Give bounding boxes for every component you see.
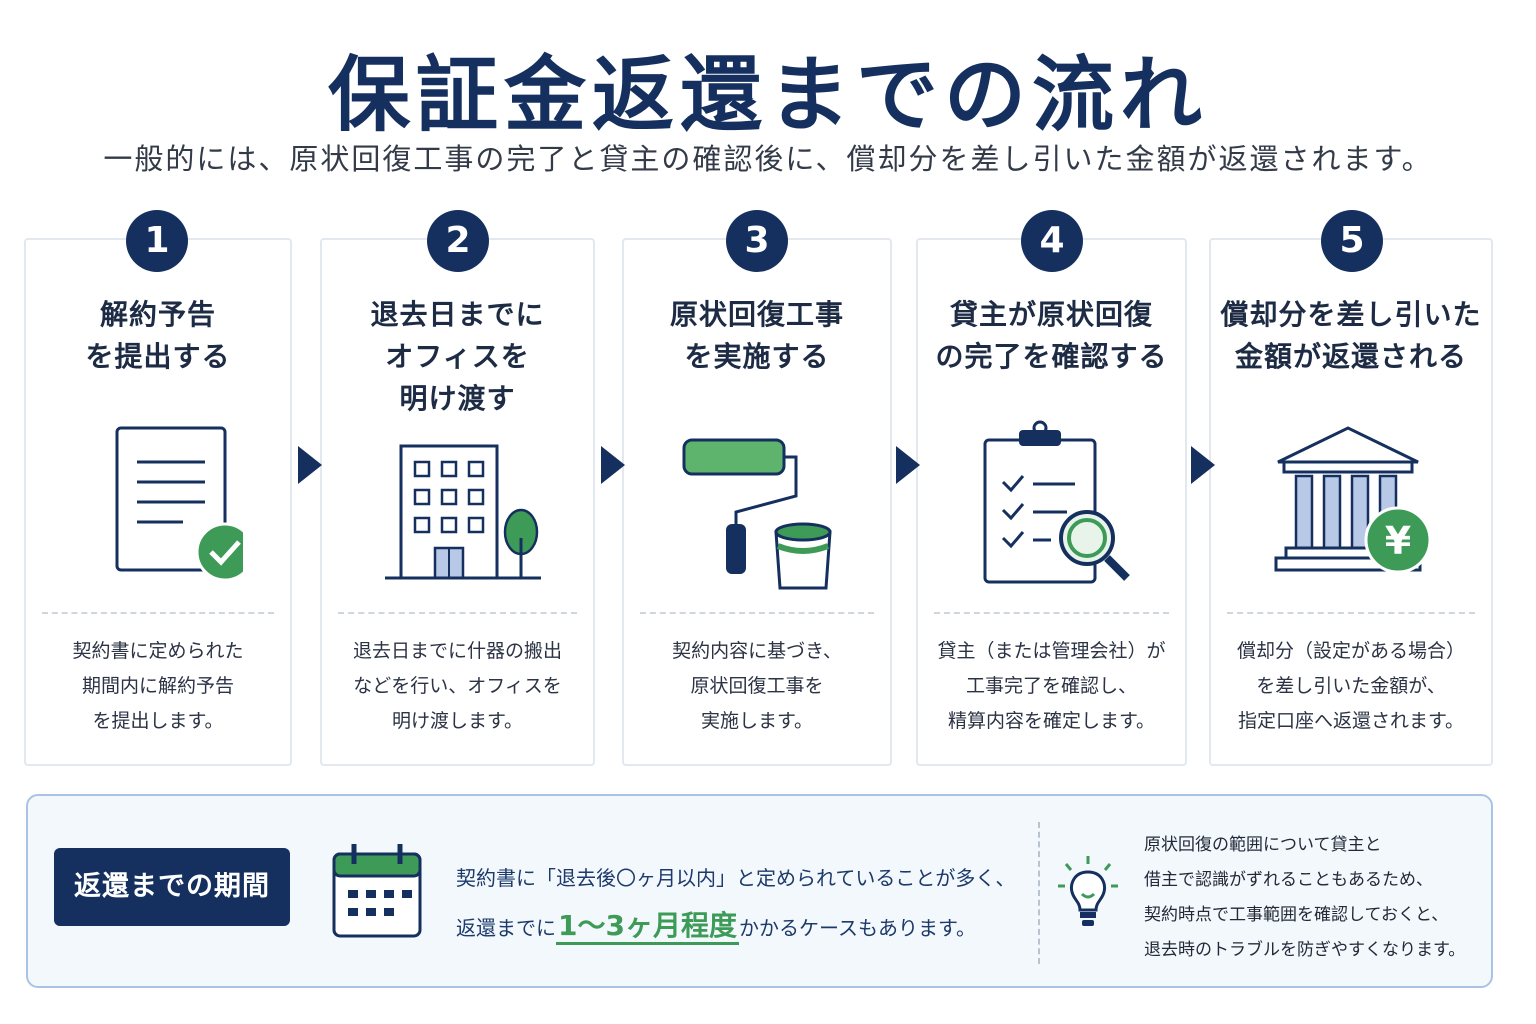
- period-line-1: 契約書に「退去後〇ヶ月以内」と定められていることが多く、: [456, 866, 1016, 890]
- step-card-3: 原状回復工事 を実施する 契約内容に基づき、 原状回復工事を 実施します。: [622, 238, 892, 766]
- bank-yen-icon: ¥: [1211, 420, 1491, 590]
- step-card-5: 償却分を差し引いた 金額が返還される ¥ 償却分（設定がある場合） を差し引いた…: [1209, 238, 1493, 766]
- svg-text:¥: ¥: [1385, 519, 1411, 563]
- period-highlight: 1〜3ヶ月程度: [556, 909, 739, 945]
- arrow-right-icon: [1191, 446, 1215, 484]
- step-card-2: 退去日までに オフィスを 明け渡す 退去日までに什器の搬出 などを行い、オフィス…: [320, 238, 595, 766]
- divider: [934, 612, 1169, 614]
- paint-roller-icon: [624, 420, 890, 590]
- clipboard-checklist-icon: [918, 420, 1185, 590]
- divider: [640, 612, 874, 614]
- step-description: 貸主（または管理会社）が 工事完了を確認し、 精算内容を確定します。: [937, 640, 1166, 732]
- lightbulb-icon: [1056, 854, 1120, 934]
- step-description: 償却分（設定がある場合） を差し引いた金額が、 指定口座へ返還されます。: [1236, 640, 1465, 732]
- document-check-icon: [26, 420, 290, 590]
- step-number-2: 2: [427, 210, 489, 272]
- step-card-4: 貸主が原状回復 の完了を確認する 貸主（または管理会社）が 工事完了を確認し、 …: [916, 238, 1187, 766]
- step-number-3: 3: [726, 210, 788, 272]
- period-line-2-after: かかるケースもあります。: [738, 916, 976, 940]
- step-number-1: 1: [126, 210, 188, 272]
- period-line-2-before: 返還までに: [456, 916, 556, 940]
- step-title: 原状回復工事 を実施する: [669, 298, 844, 373]
- step-description: 契約書に定められた 期間内に解約予告 を提出します。: [72, 640, 244, 732]
- period-line-2: 返還までに1〜3ヶ月程度かかるケースもあります。: [456, 902, 1046, 952]
- calendar-icon: [330, 840, 424, 944]
- divider: [42, 612, 274, 614]
- step-title: 貸主が原状回復 の完了を確認する: [935, 298, 1168, 373]
- office-building-icon: [322, 420, 593, 590]
- tip-text: 原状回復の範囲について貸主と 借主で認識がずれることもあるため、 契約時点で工事…: [1144, 835, 1466, 960]
- page-subtitle: 一般的には、原状回復工事の完了と貸主の確認後に、償却分を差し引いた金額が返還され…: [103, 142, 1433, 176]
- period-label: 返還までの期間: [54, 848, 290, 926]
- page-title: 保証金返還までの流れ: [327, 48, 1208, 143]
- divider: [1227, 612, 1475, 614]
- arrow-right-icon: [896, 446, 920, 484]
- step-title: 償却分を差し引いた 金額が返還される: [1220, 298, 1482, 373]
- arrow-right-icon: [298, 446, 322, 484]
- step-number-4: 4: [1021, 210, 1083, 272]
- step-title: 解約予告 を提出する: [85, 298, 231, 373]
- step-card-1: 解約予告 を提出する 契約書に定められた 期間内に解約予告 を提出します。: [24, 238, 292, 766]
- step-number-5: 5: [1321, 210, 1383, 272]
- divider: [338, 612, 577, 614]
- vertical-divider: [1038, 822, 1040, 964]
- period-text: 契約書に「退去後〇ヶ月以内」と定められていることが多く、 返還までに1〜3ヶ月程…: [456, 854, 1046, 952]
- arrow-right-icon: [601, 446, 625, 484]
- step-description: 契約内容に基づき、 原状回復工事を 実施します。: [672, 640, 842, 732]
- step-description: 退去日までに什器の搬出 などを行い、オフィスを 明け渡します。: [352, 640, 562, 732]
- step-title: 退去日までに オフィスを 明け渡す: [370, 298, 545, 415]
- period-panel: 返還までの期間 契約書に「退去後〇ヶ月以内」と定められていることが多く、 返還ま…: [26, 794, 1493, 988]
